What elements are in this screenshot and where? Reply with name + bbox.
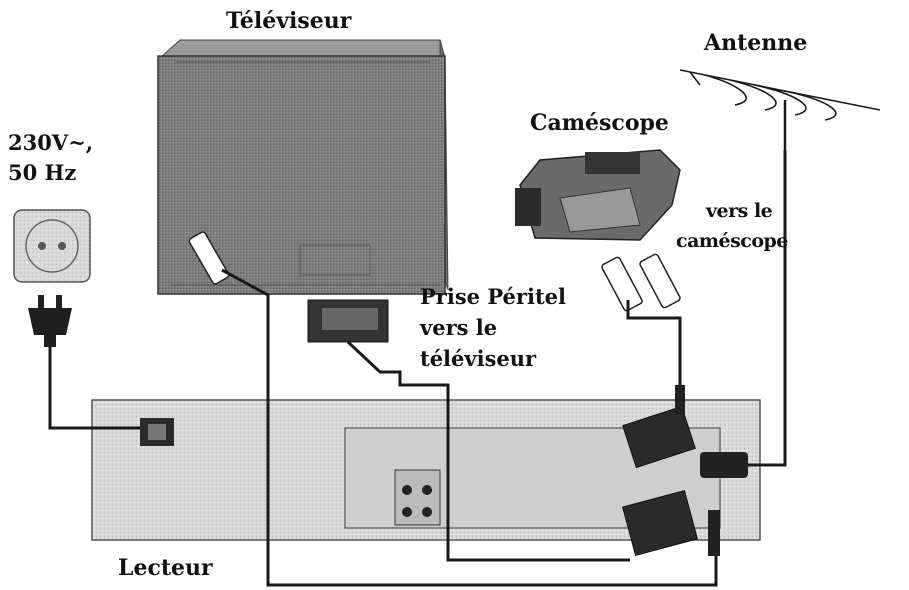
camcorder-plugs [601,253,681,312]
antenna-label: Antenne [704,30,808,56]
power-label-line2: 50 Hz [8,160,77,185]
scart-plug-player-bottom [622,489,698,557]
to-camcorder-label-line1: vers le [706,200,773,222]
power-label-line1: 230V~, [8,130,94,155]
tv-label: Téléviseur [226,8,352,34]
wall-socket [13,209,91,283]
tv-antenna-plug [188,231,230,285]
scart-label-line1: Prise Péritel [420,284,566,309]
camcorder-label: Caméscope [530,110,669,136]
scart-label-line3: téléviseur [420,346,537,371]
camcorder [515,149,681,241]
power-plug [28,295,72,347]
antenna-connector [700,452,748,556]
player-label: Lecteur [118,555,213,581]
scart-plug-tv [307,299,389,343]
antenna [679,69,881,150]
cables [48,150,787,587]
to-camcorder-label-line2: caméscope [676,230,788,252]
scart-label-line2: vers le [420,315,498,340]
scart-plug-player-top [622,385,696,469]
